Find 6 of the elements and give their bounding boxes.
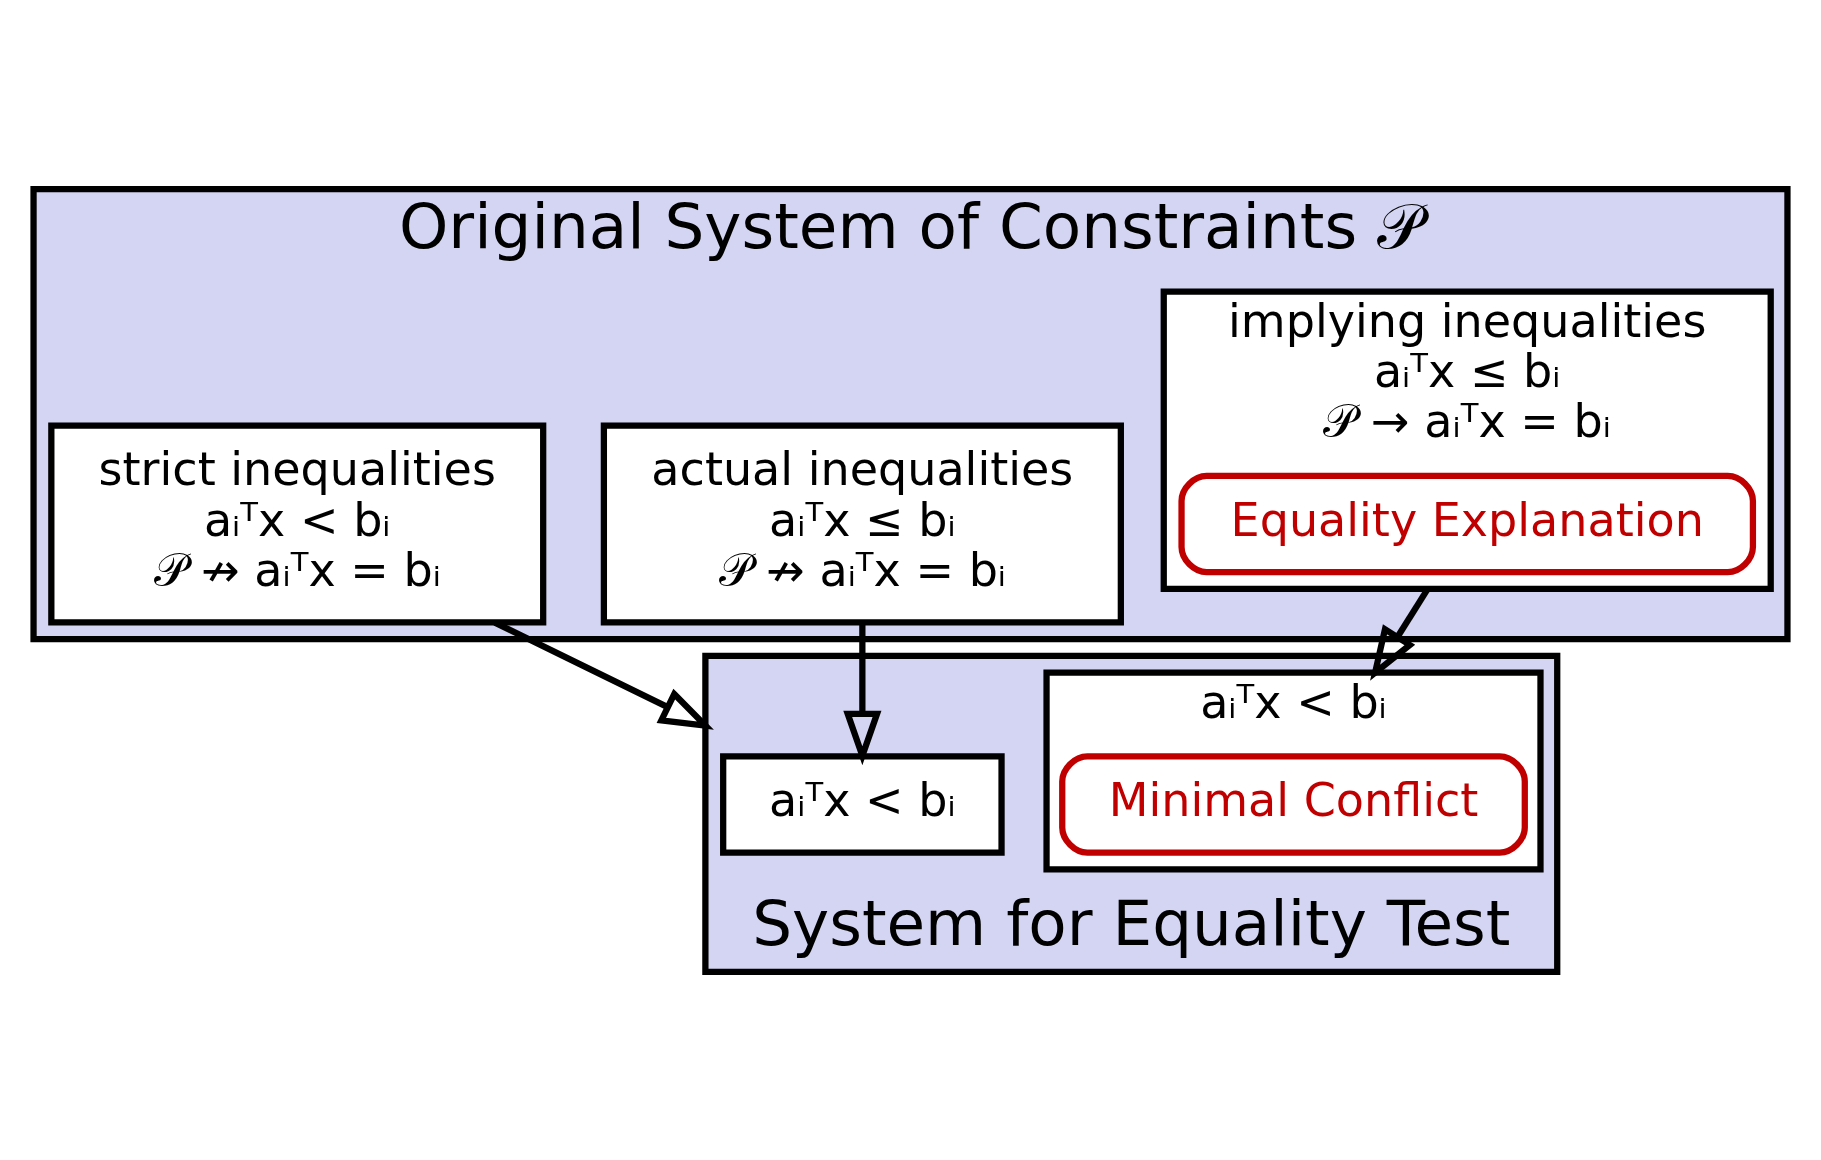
arrow <box>843 622 882 765</box>
node-box: Minimal Conflict <box>1059 752 1528 856</box>
node-box: strict inequalities aᵢᵀx < bᵢ 𝒫 ↛ aᵢᵀx = bᵢ <box>48 422 547 625</box>
node-box: actual inequalities aᵢᵀx ≤ bᵢ 𝒫 ↛ aᵢᵀx = bᵢ <box>600 422 1124 625</box>
node-box: aᵢᵀx < bᵢ <box>720 752 1005 856</box>
node-box: Equality Explanation <box>1178 472 1757 575</box>
